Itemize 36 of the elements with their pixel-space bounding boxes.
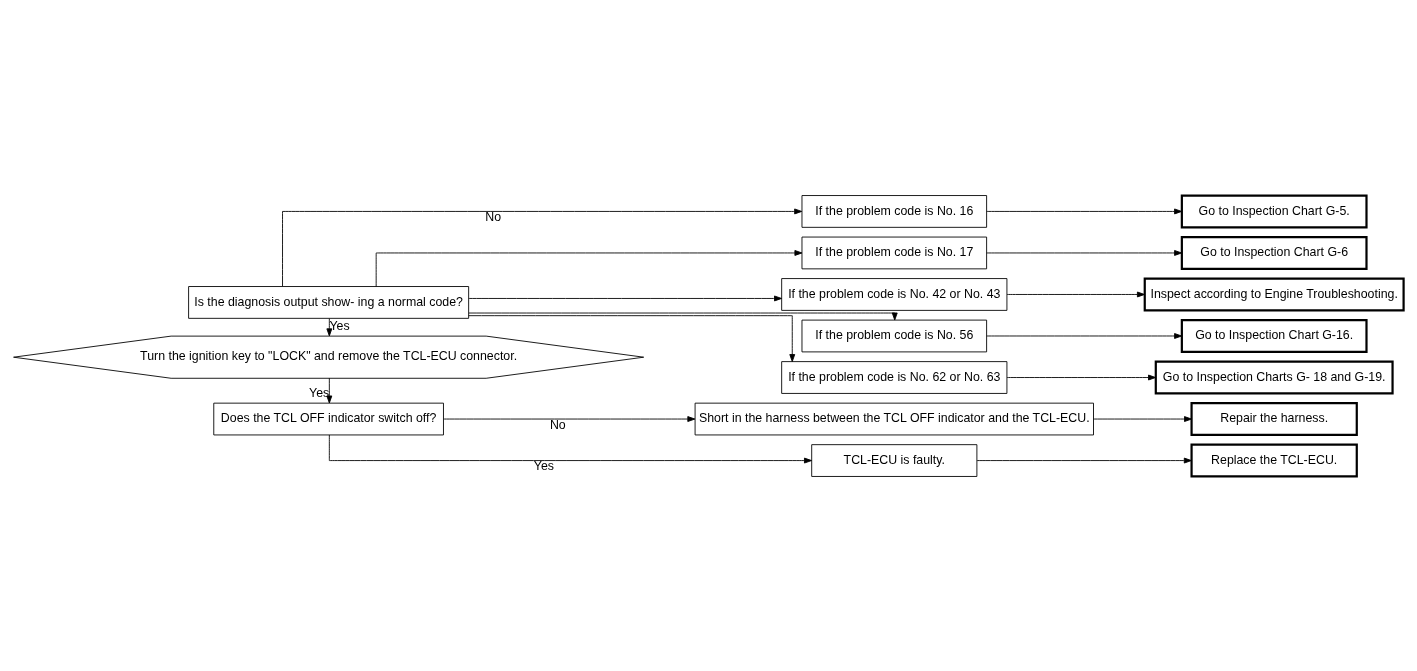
node-box: If the problem code is No. 42 or No. 43 xyxy=(781,277,1008,311)
edge-label: Yes xyxy=(309,385,330,400)
arrow xyxy=(468,314,796,362)
node-box: Repair the harness. xyxy=(1190,401,1358,436)
node-box: If the problem code is No. 17 xyxy=(801,236,988,269)
arrow xyxy=(976,457,1192,463)
node-box: Go to Inspection Chart G-6 xyxy=(1180,235,1368,270)
node-box: If the problem code is No. 56 xyxy=(801,319,988,352)
node-box: Go to Inspection Chart G-5. xyxy=(1180,193,1368,228)
edge-label: Yes xyxy=(533,458,555,473)
edge-label: Yes xyxy=(329,318,350,333)
node-box: Inspect according to Engine Troubleshooting. xyxy=(1143,276,1405,311)
arrow xyxy=(1093,415,1192,422)
node-box: If the problem code is No. 62 or No. 63 xyxy=(781,360,1008,394)
node-box: Is the diagnosis output show- ing a normal code? xyxy=(188,285,470,319)
node-box: Short in the harness between the TCL OFF indicator and the TCL-ECU. xyxy=(694,402,1094,435)
arrow xyxy=(326,377,333,403)
arrow xyxy=(328,434,812,463)
node-box: Go to Inspection Chart G-16. xyxy=(1180,318,1368,353)
edge-label: No xyxy=(485,209,502,224)
arrow xyxy=(1006,291,1145,297)
arrow xyxy=(468,295,783,301)
node-box: Does the TCL OFF indicator switch off? xyxy=(213,402,444,435)
node-box: Go to Inspection Charts G- 18 and G-19. xyxy=(1154,360,1394,395)
arrow xyxy=(282,208,803,287)
arrow xyxy=(986,208,1183,214)
node-box: If the problem code is No. 16 xyxy=(801,194,988,228)
node-box: TCL-ECU is faulty. xyxy=(811,443,978,477)
arrow xyxy=(468,312,898,320)
arrow xyxy=(443,415,696,422)
arrow xyxy=(375,249,803,287)
edge-label: No xyxy=(549,417,566,432)
arrow xyxy=(986,332,1183,339)
node-box: Replace the TCL-ECU. xyxy=(1190,443,1358,478)
arrow xyxy=(1006,374,1156,380)
arrow xyxy=(986,249,1183,256)
